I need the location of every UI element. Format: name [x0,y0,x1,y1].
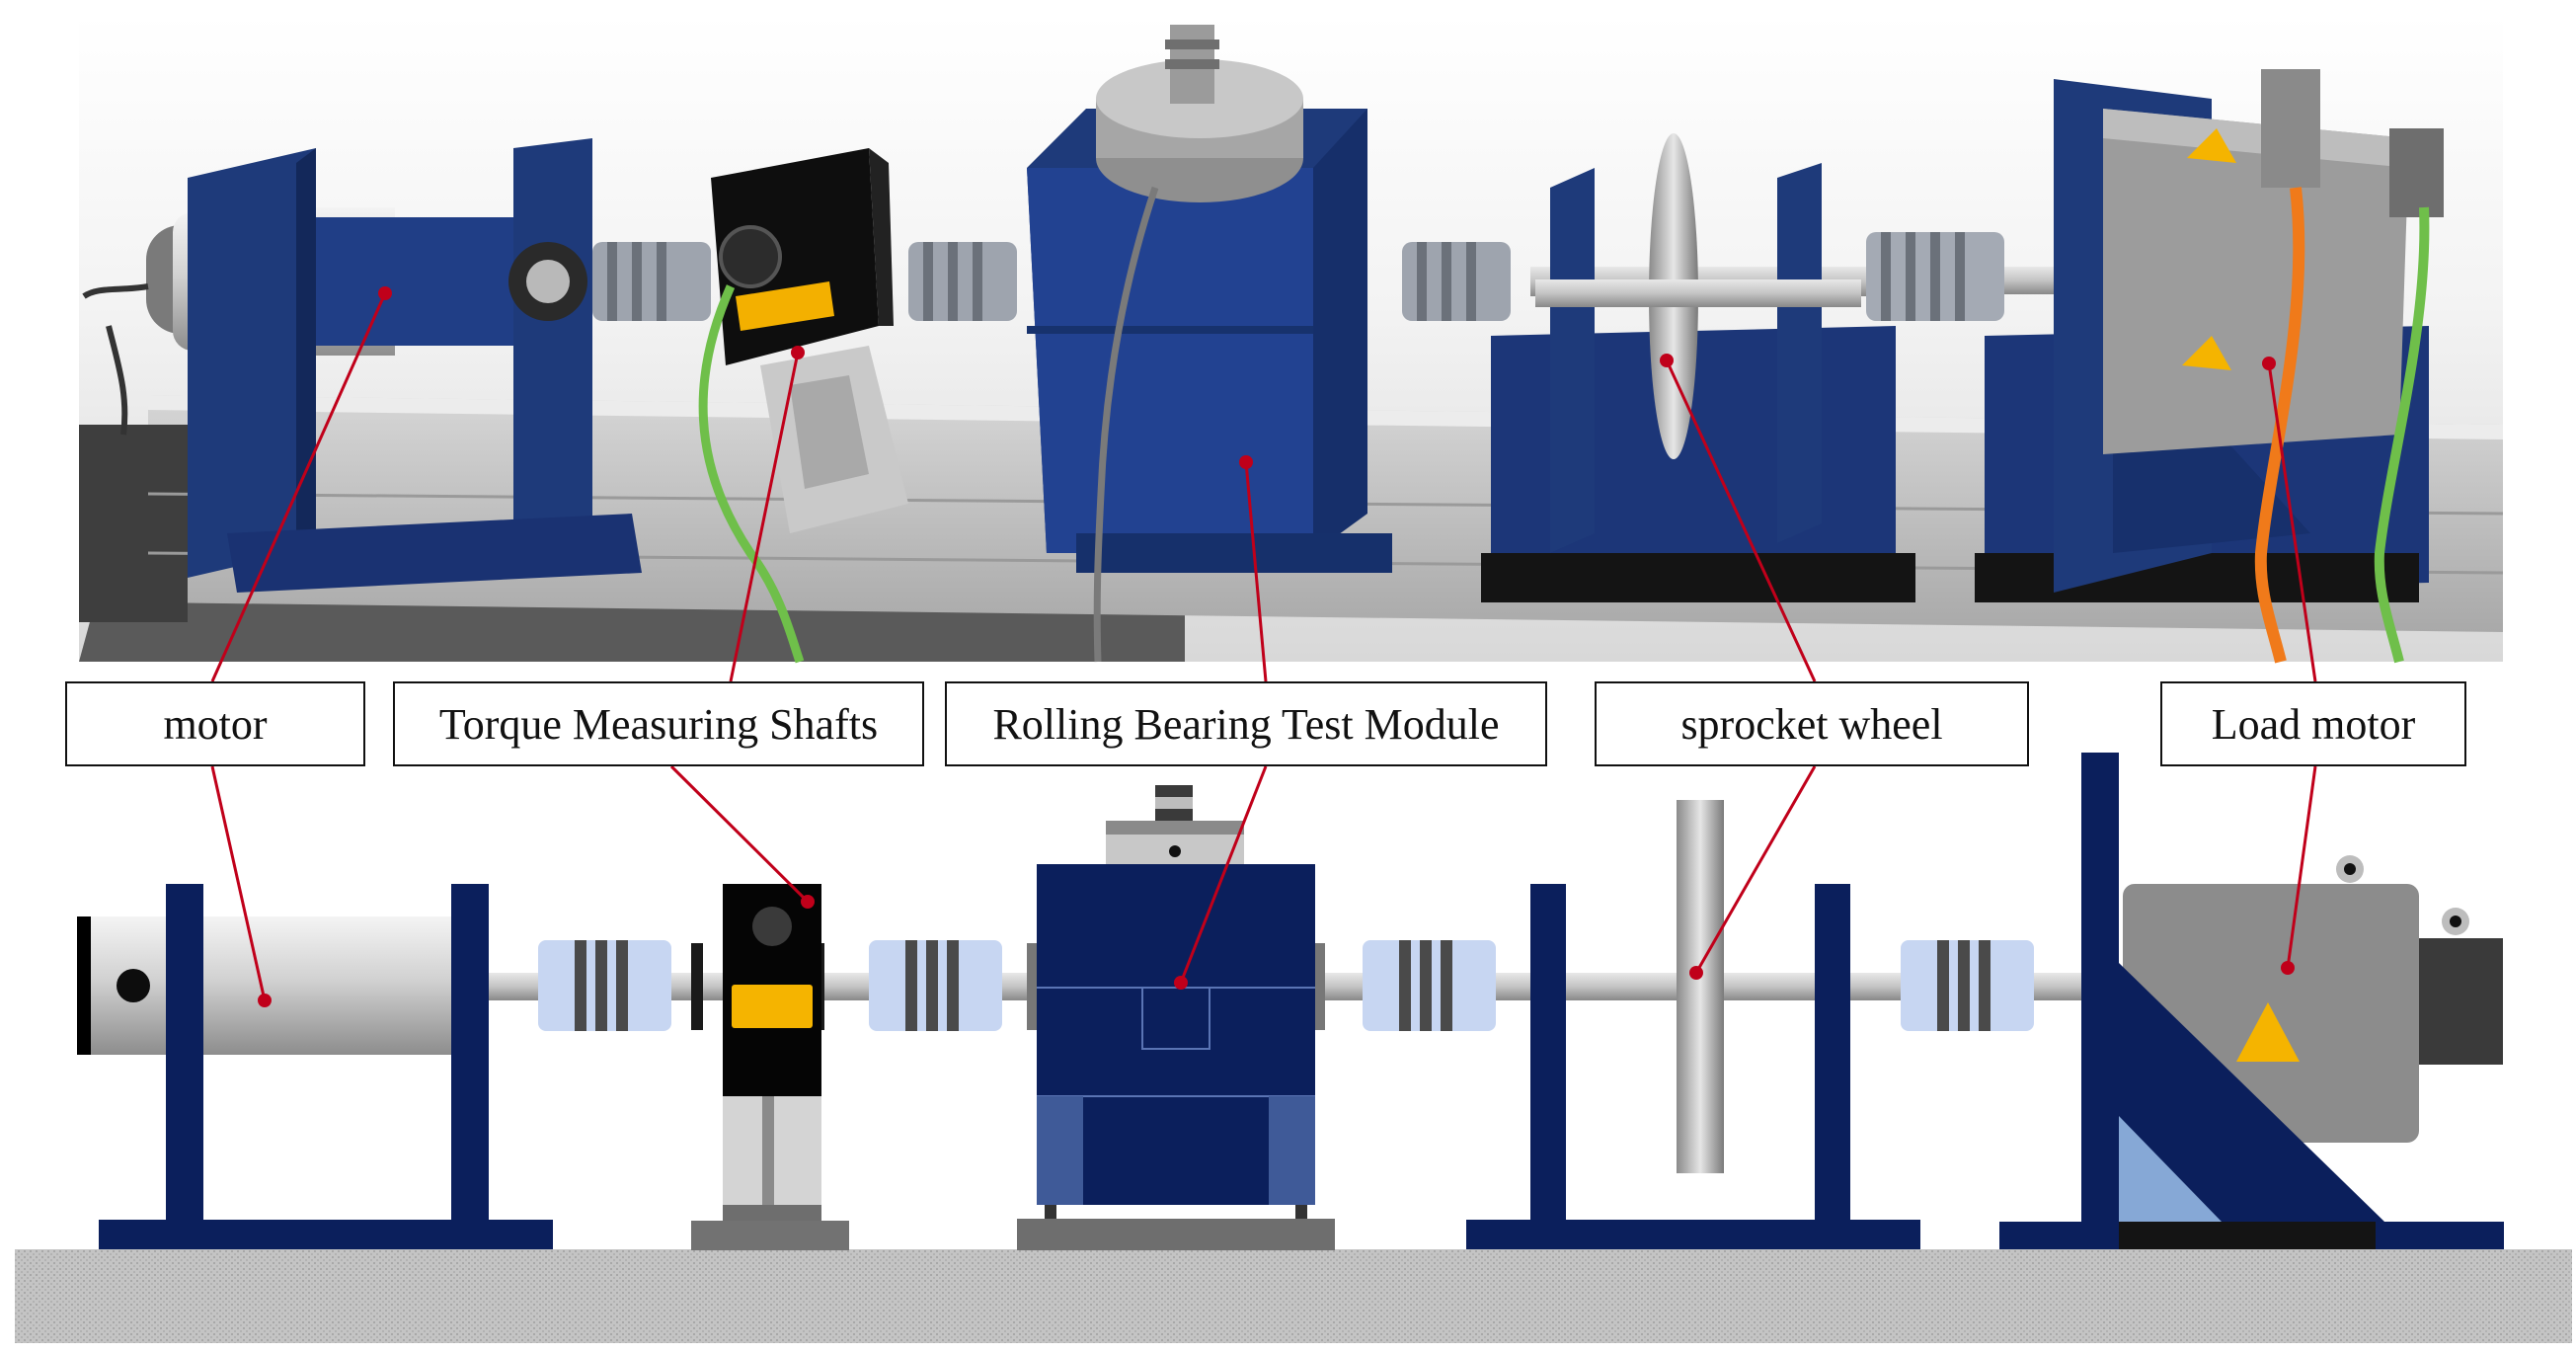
schematic-bearing-module [1017,785,1335,1250]
coupling-3 [1363,940,1496,1031]
schematic-torque-sensor [691,884,849,1250]
schematic-motor [77,884,553,1249]
schematic-sprocket-module [1466,800,1920,1249]
label-sprocket-wheel: sprocket wheel [1595,681,2029,766]
photo-motor [82,138,642,593]
photo-torque-sensor [698,148,908,664]
ground-floor [15,1249,2572,1343]
photo-load-motor [1975,69,2444,664]
label-motor: motor [65,681,365,766]
label-torque-measuring-shafts: Torque Measuring Shafts [393,681,924,766]
coupling-2 [869,940,1002,1031]
photo-sprocket-module [1481,133,1915,602]
test-rig-schematic [15,753,2572,1343]
leader-dots [258,286,2295,1007]
label-rolling-bearing-test-module: Rolling Bearing Test Module [945,681,1547,766]
photo-bearing-module [1027,25,1392,663]
leader-lines [210,292,2317,1001]
coupling-1 [538,940,671,1031]
label-load-motor: Load motor [2160,681,2466,766]
coupling-4 [1901,940,2034,1031]
schematic-load-motor [1999,753,2504,1249]
test-rig-photo [79,15,2504,664]
